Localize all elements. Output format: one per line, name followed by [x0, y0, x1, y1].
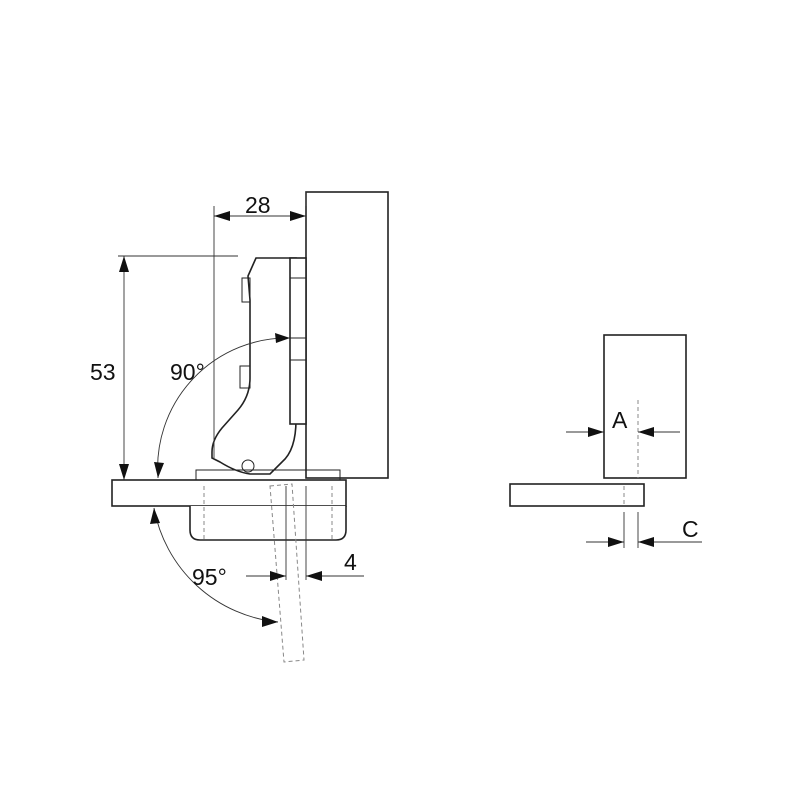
arrow-c-left [608, 537, 624, 547]
arm-tab-bottom [239, 365, 251, 389]
mounting-plate [289, 257, 307, 425]
arrow-90-top [275, 333, 290, 343]
dim-label-c: C [682, 516, 699, 542]
arc-95 [153, 507, 279, 623]
arc-90 [157, 337, 291, 479]
arm-pivot [241, 459, 255, 473]
arrow-4-left [270, 571, 286, 581]
arrow-a-left [588, 427, 604, 437]
base-mount [195, 469, 341, 481]
arrow-90-bottom [154, 462, 164, 478]
arm-tab-top [241, 277, 251, 303]
hinge-arm [211, 257, 297, 475]
arrow-4-right [306, 571, 322, 581]
arrow-a-right [638, 427, 654, 437]
arrow-c-right [638, 537, 654, 547]
dim-label-28: 28 [245, 192, 271, 218]
dim-label-a: A [612, 407, 628, 433]
arrow-53-top [119, 256, 129, 272]
arrow-53-bottom [119, 464, 129, 480]
overlay-detail-view: A C [509, 334, 702, 548]
dim-label-53: 53 [90, 359, 116, 385]
arrow-28-left [214, 211, 230, 221]
detail-door [603, 334, 687, 479]
dim-label-90: 90° [170, 359, 205, 385]
dashed-door-open [269, 483, 305, 663]
arrow-95-top [150, 508, 160, 524]
dim-label-95: 95° [192, 564, 227, 590]
arrow-95-bottom [262, 616, 278, 627]
cabinet-door [305, 191, 389, 479]
dim-label-4: 4 [344, 549, 357, 575]
arrow-28-right [290, 211, 306, 221]
hinge-side-view: 28 53 90° 95° 4 [90, 191, 389, 663]
hinge-cup [189, 506, 347, 541]
detail-side-panel [509, 483, 645, 507]
cabinet-side-panel [111, 479, 347, 507]
